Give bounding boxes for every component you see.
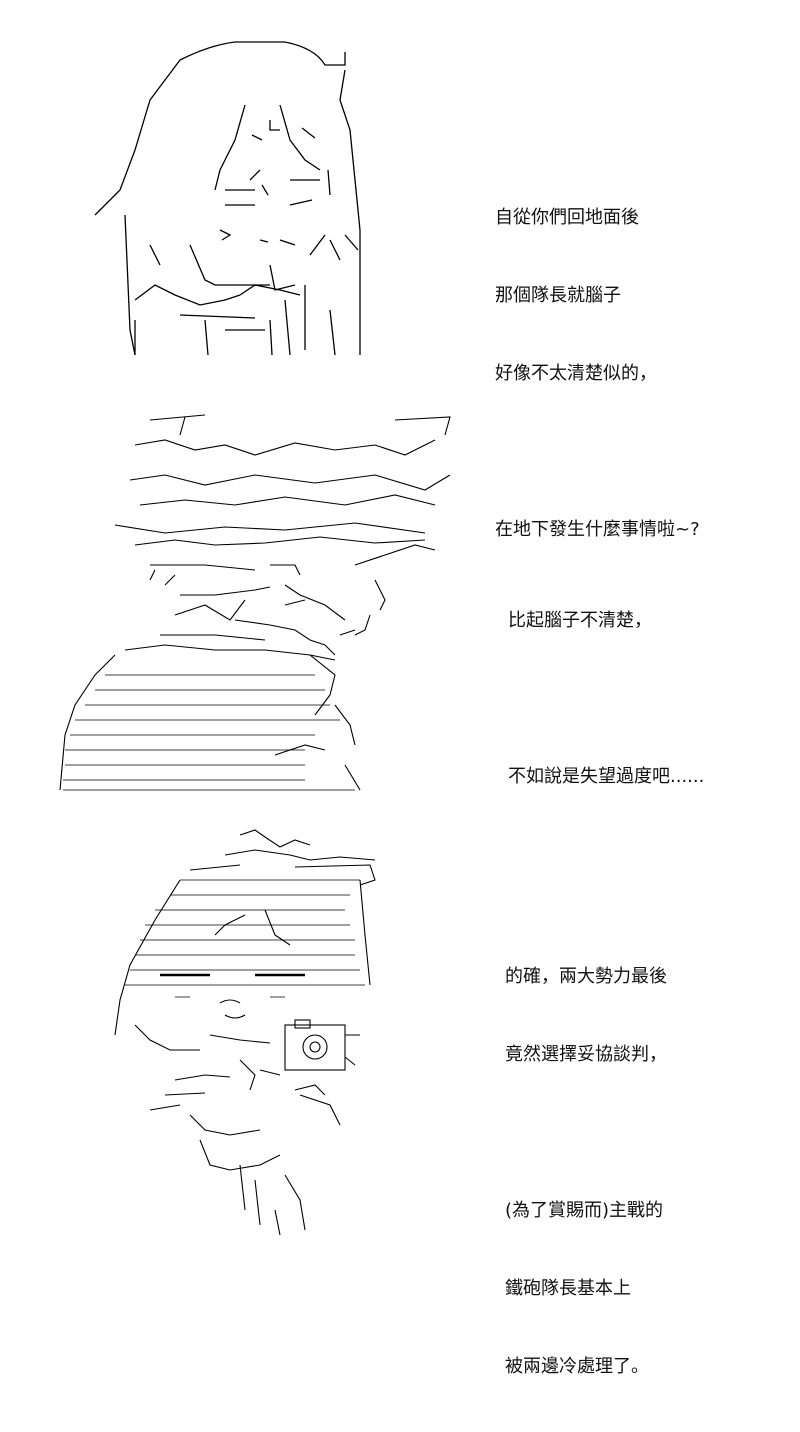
caption-line: 不如說是失望過度吧......	[508, 766, 705, 787]
caption-line: 自從你們回地面後	[495, 207, 639, 228]
panel-3: 的確，兩大勢力最後 竟然選擇妥協談判， (為了賞賜而)主戰的 鐵砲隊長基本上 被…	[0, 820, 800, 1377]
caption-1: 自從你們回地面後 那個隊長就腦子 好像不太清楚似的， 在地下發生什麼事情啦~?	[495, 153, 700, 595]
caption-line: 的確，兩大勢力最後	[505, 966, 667, 987]
caption-line: 在地下發生什麼事情啦~?	[495, 519, 700, 540]
ascii-art-character-with-camera	[30, 825, 390, 1235]
caption-line: (為了賞賜而)主戰的	[505, 1200, 664, 1221]
caption-line	[508, 686, 704, 712]
caption-line: 那個隊長就腦子	[495, 285, 621, 306]
panel-1: 自從你們回地面後 那個隊長就腦子 好像不太清楚似的， 在地下發生什麼事情啦~?	[0, 0, 800, 540]
caption-line: 比起腦子不清楚，	[508, 610, 652, 631]
ascii-art-character-thinking	[55, 405, 465, 795]
caption-3: 的確，兩大勢力最後 竟然選擇妥協談判， (為了賞賜而)主戰的 鐵砲隊長基本上 被…	[505, 912, 667, 1432]
caption-line: 被兩邊冷處理了。	[505, 1356, 649, 1377]
caption-line: 鐵砲隊長基本上	[505, 1278, 631, 1299]
caption-line	[505, 1120, 667, 1146]
panel-2: 比起腦子不清楚， 不如說是失望過度吧......	[0, 400, 800, 800]
caption-line: 好像不太清楚似的，	[495, 363, 657, 384]
caption-2: 比起腦子不清楚， 不如說是失望過度吧......	[508, 556, 704, 842]
ascii-art-character-hooded	[40, 30, 380, 365]
caption-line: 竟然選擇妥協談判，	[505, 1044, 667, 1065]
